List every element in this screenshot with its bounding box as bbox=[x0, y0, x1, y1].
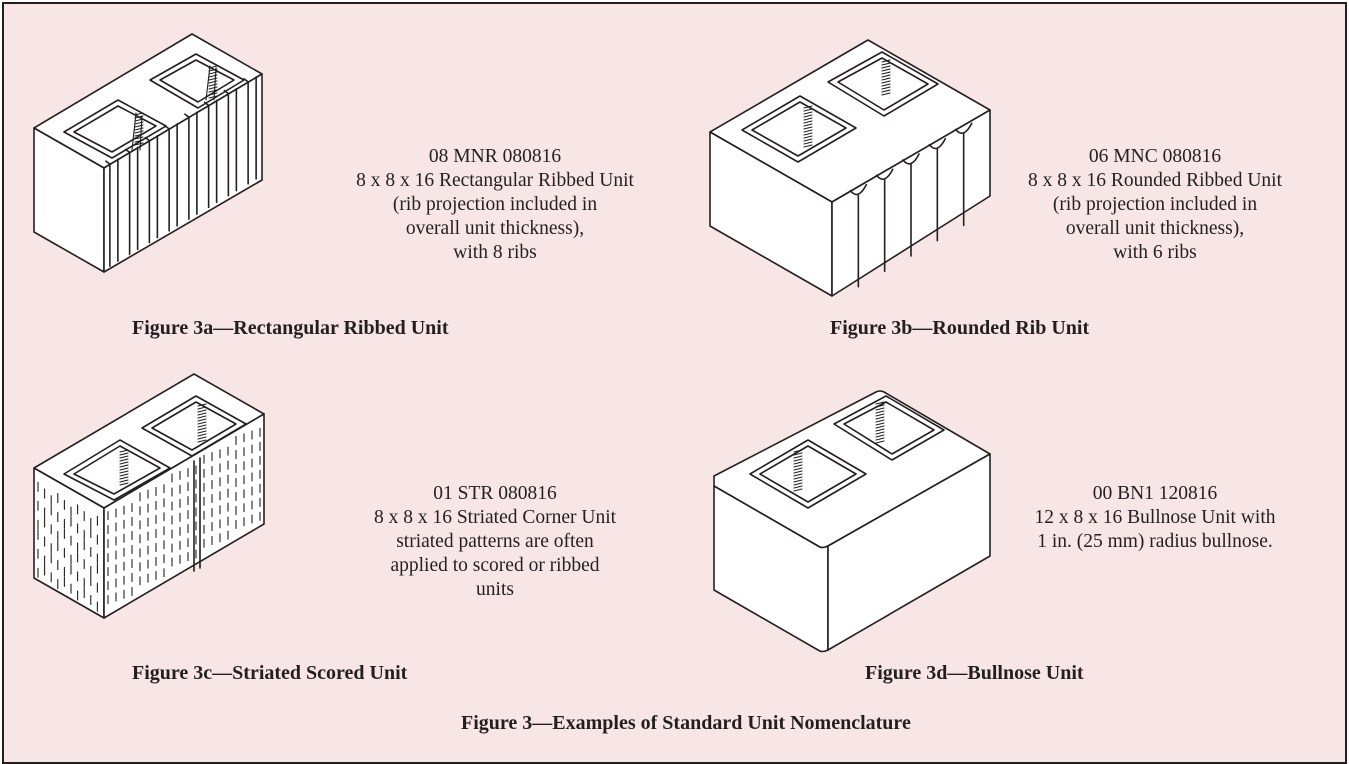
figure-3b-desc-line-2: 8 x 8 x 16 Rounded Ribbed Unit bbox=[1027, 170, 1283, 191]
figure-3a-caption: Figure 3a—Rectangular Ribbed Unit bbox=[132, 317, 449, 339]
figure-3b-caption: Figure 3b—Rounded Rib Unit bbox=[830, 317, 1090, 339]
figure-3b-code: 06 MNC 080816 bbox=[1088, 146, 1222, 167]
figure-3b-desc-line-4: overall unit thickness), bbox=[1065, 218, 1245, 239]
figure-3c-desc-line-5: units bbox=[476, 579, 514, 600]
figure-3b-description: 06 MNC 080816 8 x 8 x 16 Rounded Ribbed … bbox=[1005, 145, 1305, 265]
figure-3d-description: 00 BN1 120816 12 x 8 x 16 Bullnose Unit … bbox=[1005, 482, 1305, 554]
figure-3c-caption: Figure 3c—Striated Scored Unit bbox=[132, 662, 408, 684]
figure-3c-desc-line-3: striated patterns are often bbox=[396, 531, 594, 552]
figure-3a-desc-line-5: with 8 ribs bbox=[453, 242, 537, 263]
figure-3d-caption: Figure 3d—Bullnose Unit bbox=[865, 662, 1084, 684]
figure-3b-desc-line-5: with 6 ribs bbox=[1113, 242, 1197, 263]
figure-3a-description: 08 MNR 080816 8 x 8 x 16 Rectangular Rib… bbox=[330, 145, 660, 265]
figure-3c-desc-line-2: 8 x 8 x 16 Striated Corner Unit bbox=[373, 507, 617, 528]
figure-3a-desc-line-2: 8 x 8 x 16 Rectangular Ribbed Unit bbox=[356, 170, 634, 191]
figure-3c-description: 01 STR 080816 8 x 8 x 16 Striated Corner… bbox=[330, 482, 660, 602]
figure-3d-desc-line-3: 1 in. (25 mm) radius bullnose. bbox=[1037, 531, 1273, 552]
figure-3d-code: 00 BN1 120816 bbox=[1092, 483, 1218, 504]
figure-3d-desc-line-2: 12 x 8 x 16 Bullnose Unit with bbox=[1034, 507, 1276, 528]
figure-3a-desc-line-3: (rib projection included in bbox=[392, 194, 598, 215]
figure-3a-desc-line-4: overall unit thickness), bbox=[405, 218, 585, 239]
figure-3c-code: 01 STR 080816 bbox=[433, 483, 557, 504]
figure-3b-desc-line-3: (rib projection included in bbox=[1052, 194, 1258, 215]
main-caption: Figure 3—Examples of Standard Unit Nomen… bbox=[461, 712, 911, 734]
figure-3c-desc-line-4: applied to scored or ribbed bbox=[390, 555, 600, 576]
figure-3a-code: 08 MNR 080816 bbox=[428, 146, 562, 167]
